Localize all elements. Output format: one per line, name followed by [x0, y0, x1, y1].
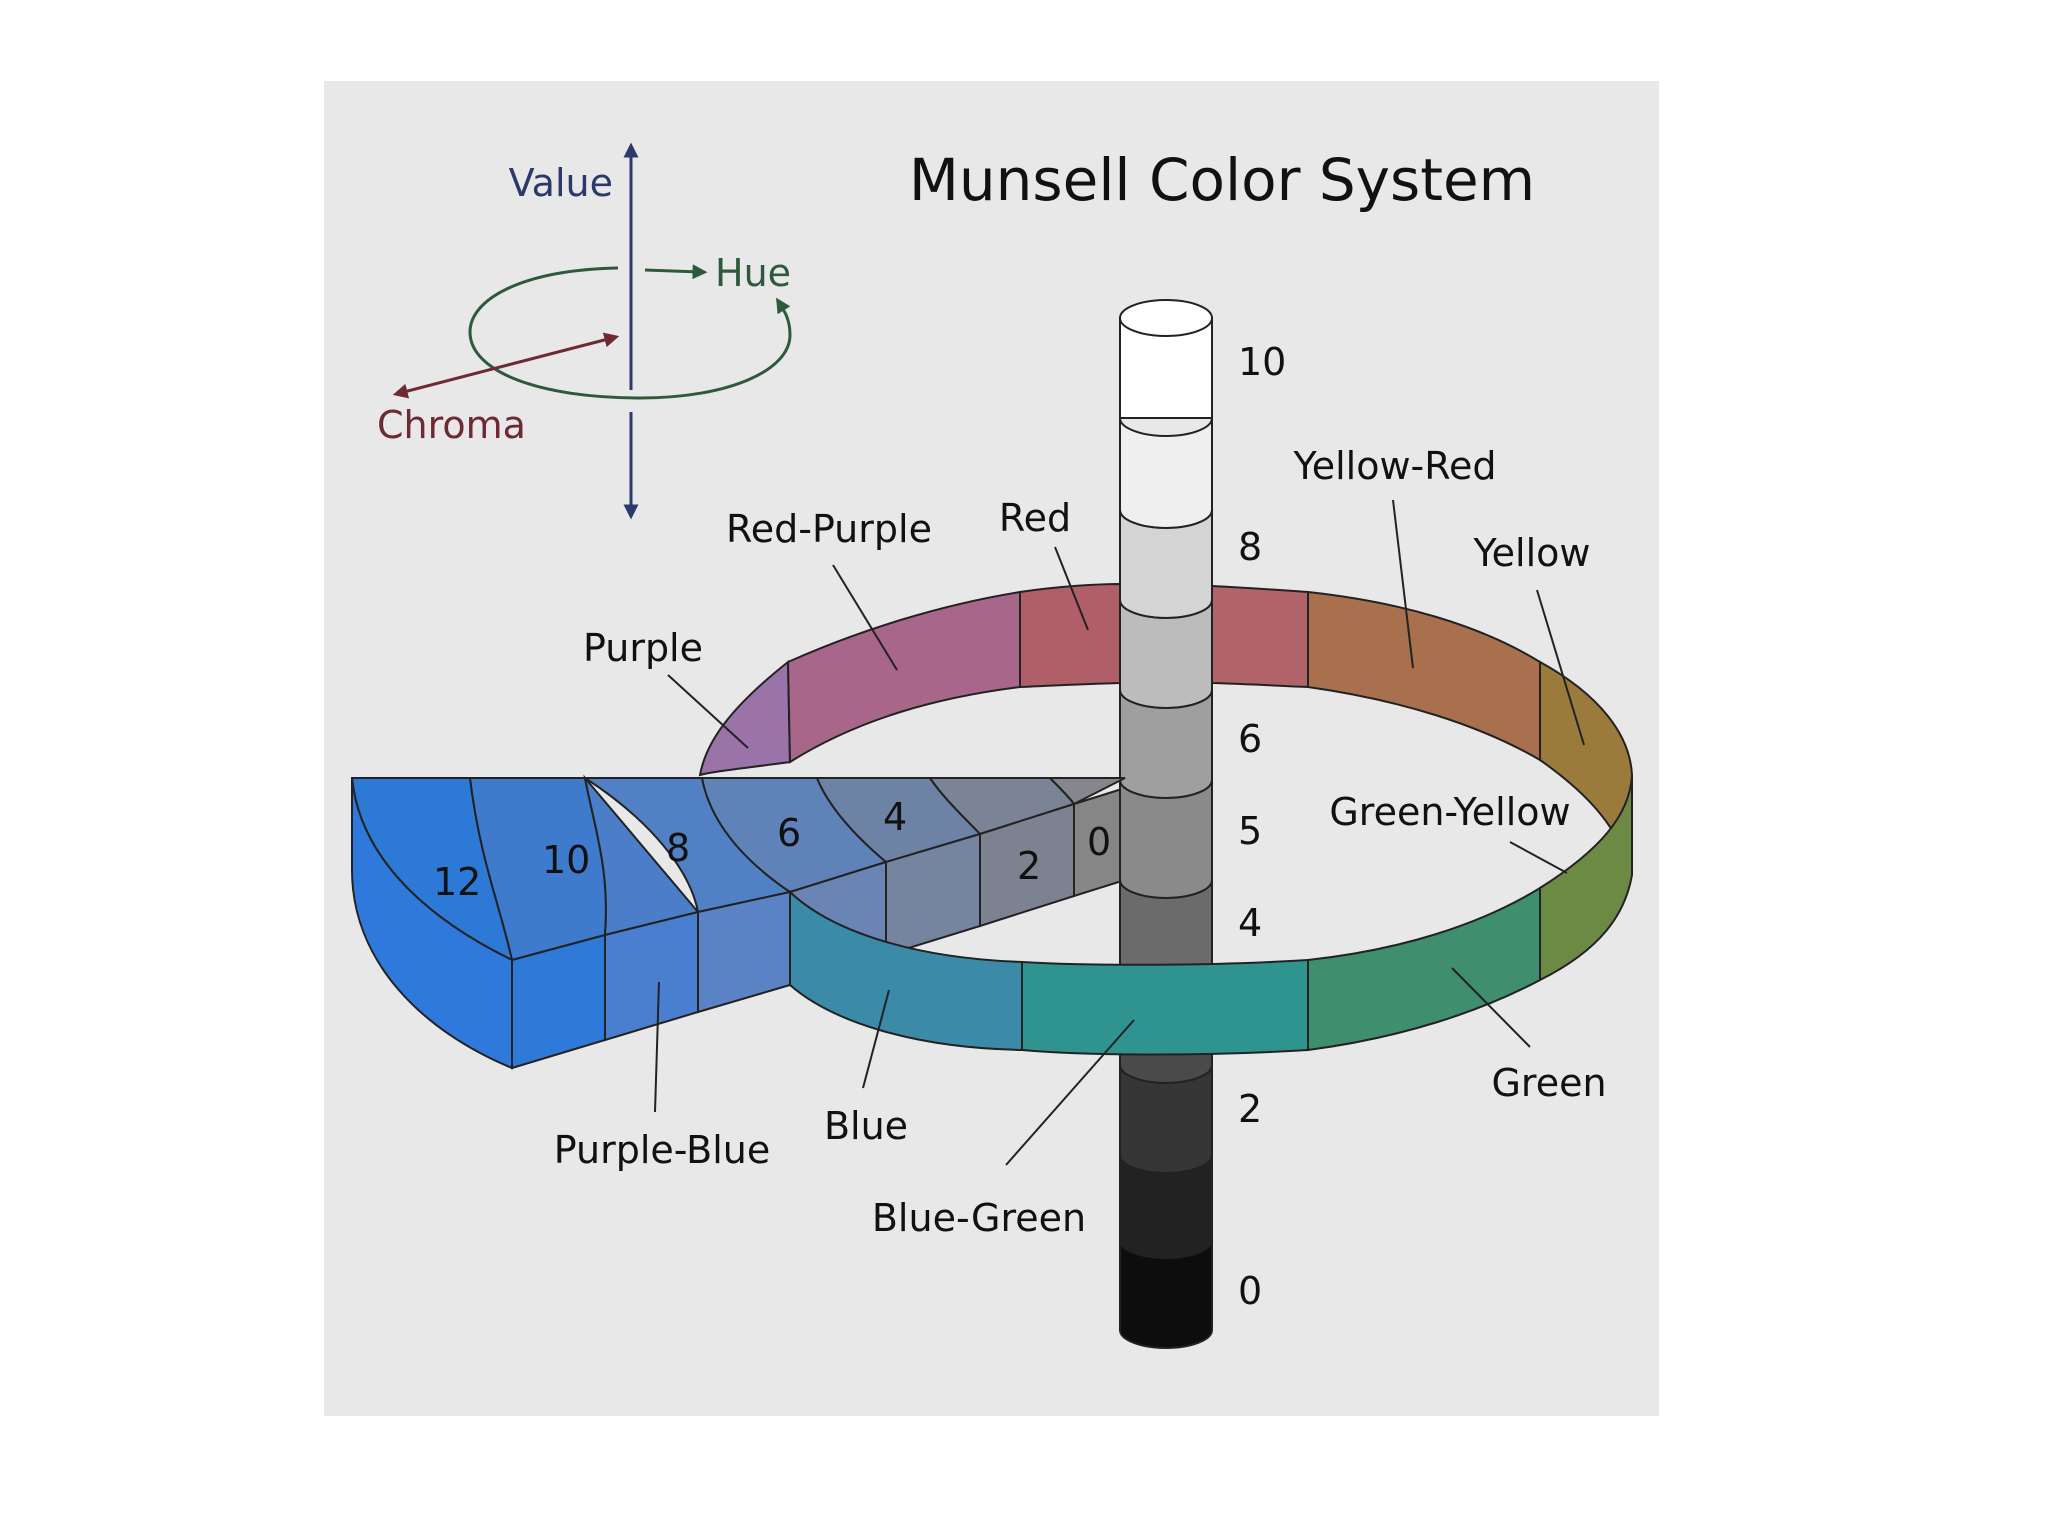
chroma-label-0: 0 — [1087, 820, 1111, 864]
value-scale: 10 8 6 5 4 2 0 — [1238, 340, 1286, 1313]
value-label-4: 4 — [1238, 901, 1262, 945]
value-label-5: 5 — [1238, 809, 1262, 853]
hue-axis-label: Hue — [715, 251, 791, 295]
hue-label-yellow: Yellow — [1473, 531, 1591, 575]
chroma-label-12: 12 — [433, 860, 481, 904]
ring-segment-yellow-red — [1307, 590, 1541, 762]
hue-label-blue-green: Blue-Green — [872, 1196, 1086, 1240]
hue-arrow — [644, 264, 708, 280]
axis-legend: Value Hue Chroma — [377, 142, 792, 520]
value-label-2: 2 — [1238, 1087, 1262, 1131]
ring-segment-green — [1307, 886, 1541, 1052]
chroma-slice — [350, 774, 1126, 1070]
chroma-axis-arrow — [392, 332, 620, 399]
ring-segment-blue-green — [1021, 958, 1309, 1056]
hue-label-green: Green — [1491, 1061, 1606, 1105]
hue-label-green-yellow: Green-Yellow — [1329, 790, 1570, 834]
value-label-0: 0 — [1238, 1269, 1262, 1313]
hue-label-blue: Blue — [824, 1104, 908, 1148]
hue-label-purple-blue: Purple-Blue — [554, 1128, 770, 1172]
leader-lines — [654, 499, 1585, 1166]
slice-front-8 — [697, 890, 791, 1014]
page-title: Munsell Color System — [909, 146, 1535, 214]
ring-segment-red-purple — [786, 590, 1021, 764]
hue-label-red: Red — [999, 496, 1071, 540]
value-label-6: 6 — [1238, 717, 1262, 761]
ring-segment-red — [1019, 582, 1121, 689]
chroma-label-6: 6 — [777, 811, 801, 855]
chroma-label-4: 4 — [883, 795, 907, 839]
ring-segment-red-right — [1211, 584, 1309, 689]
hue-label-red-purple: Red-Purple — [726, 507, 932, 551]
value-label-8: 8 — [1238, 525, 1262, 569]
chroma-axis-label: Chroma — [377, 403, 526, 447]
diagram-background — [324, 81, 1659, 1416]
value-column-top — [1119, 299, 1213, 799]
ring-segment-purple — [698, 659, 792, 777]
value-label-10: 10 — [1238, 340, 1286, 384]
hue-ring-front — [789, 774, 1633, 1056]
hue-label-purple: Purple — [583, 626, 703, 670]
hue-labels: Red Red-Purple Purple Yellow-Red Yellow … — [554, 444, 1607, 1240]
value-axis-label: Value — [509, 161, 613, 205]
value-column-bottom — [1119, 779, 1213, 1349]
ring-segment-green-yellow — [1539, 774, 1633, 982]
slice-front-10 — [604, 910, 699, 1042]
chroma-label-2: 2 — [1017, 844, 1041, 888]
chroma-scale: 12 10 8 6 4 2 0 — [433, 795, 1111, 904]
chroma-label-8: 8 — [666, 826, 690, 870]
chroma-label-10: 10 — [542, 838, 590, 882]
hue-label-yellow-red: Yellow-Red — [1293, 444, 1497, 488]
